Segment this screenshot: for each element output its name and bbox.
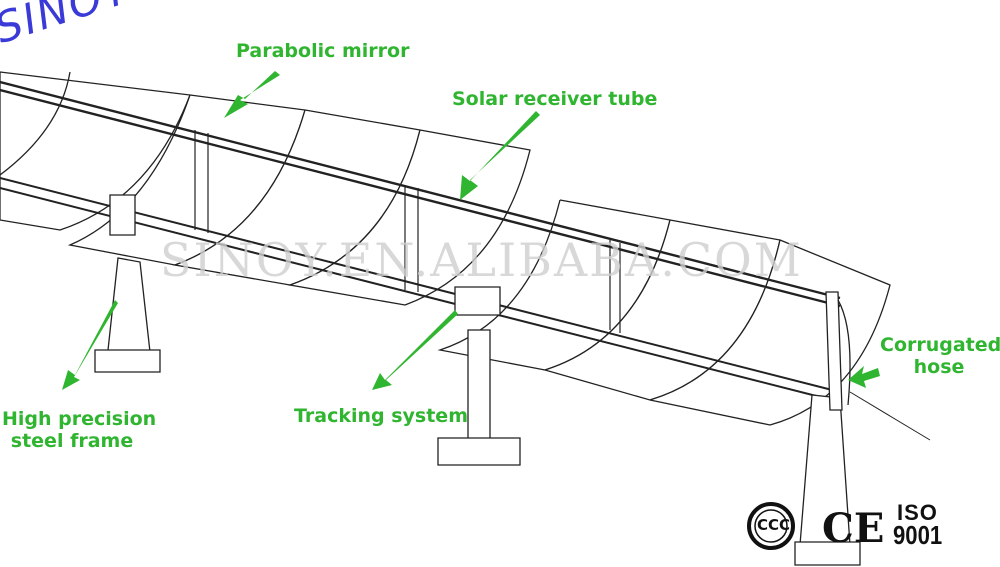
ccc-text: CCC xyxy=(757,516,791,534)
label-corrugated-hose: Corrugated hose xyxy=(880,334,1000,378)
annotation-arrows xyxy=(62,71,880,390)
label-parabolic-mirror: Parabolic mirror xyxy=(236,40,410,62)
label-solar-receiver-tube: Solar receiver tube xyxy=(452,88,658,110)
watermark: SINOY.EN.ALIBABA.COM xyxy=(160,233,803,287)
ccc-mark xyxy=(747,502,795,550)
receiver-tube xyxy=(0,80,841,308)
label-steel-frame-line1: High precision xyxy=(2,408,157,430)
label-steel-frame-line2: steel frame xyxy=(10,430,134,452)
tracking-post xyxy=(437,286,521,466)
ce-mark: CE xyxy=(822,505,885,552)
steel-frame-right xyxy=(794,291,861,566)
steel-frame-left xyxy=(94,194,161,373)
label-corrugated-hose-line1: Corrugated xyxy=(880,334,1000,356)
label-tracking-system: Tracking system xyxy=(294,405,468,427)
label-corrugated-hose-line2: hose xyxy=(913,356,965,378)
iso-number: 9001 xyxy=(893,520,943,550)
label-steel-frame: High precision steel frame xyxy=(2,408,157,452)
ground-line xyxy=(849,391,931,441)
mirror-panels xyxy=(0,71,891,426)
torque-tube xyxy=(0,177,841,403)
iso-text: ISO xyxy=(897,500,938,525)
support-arms xyxy=(194,130,621,333)
